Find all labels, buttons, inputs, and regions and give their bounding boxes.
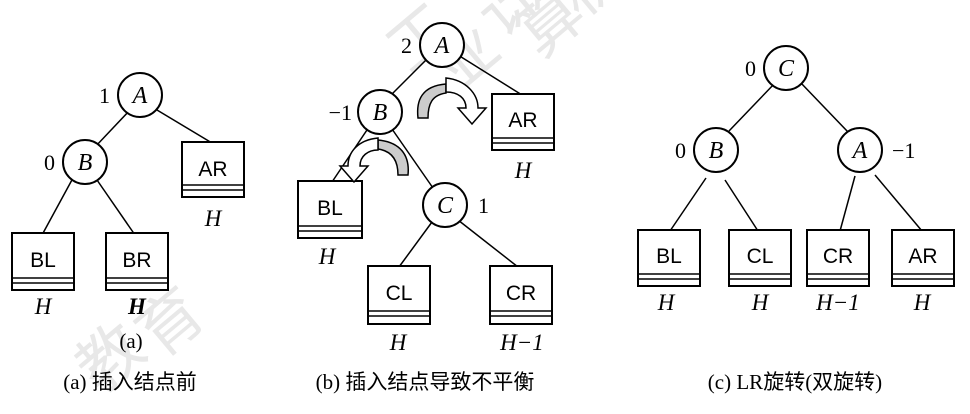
subtree-label: CL: [386, 282, 413, 305]
edge-a-ar: [156, 109, 213, 144]
subtree-label: BL: [656, 245, 682, 268]
balance-factor: −1: [892, 138, 915, 163]
watermark: 工 业 计 算 机 教 育: [63, 0, 640, 407]
node-label: B: [373, 100, 388, 126]
subtree-bl: BL: [297, 180, 363, 239]
height-label: H−1: [499, 330, 544, 355]
node-c: C: [422, 182, 468, 228]
height-label: H: [204, 206, 223, 231]
node-label: C: [778, 56, 795, 82]
height-label: H−1: [815, 290, 860, 315]
edge-a-ar: [457, 54, 523, 96]
caption-c: (c) LR旋转(双旋转): [708, 370, 882, 394]
edge-c-cr: [457, 219, 519, 268]
node-label: B: [709, 138, 724, 164]
subtree-cr: CR: [806, 229, 870, 287]
node-c: C: [763, 45, 809, 91]
edge-a-cr: [839, 175, 856, 232]
subtree-label: AR: [908, 245, 937, 268]
edge-b-bl: [41, 177, 74, 236]
subtree-label: BL: [30, 249, 56, 272]
node-label: C: [437, 193, 454, 219]
subtree-br: BR: [105, 232, 169, 291]
height-label: H: [389, 330, 408, 355]
subtree-label: AR: [198, 158, 227, 181]
height-label: H: [657, 290, 676, 315]
edge-b-br: [96, 179, 136, 236]
panel-b: A 2 B −1 C 1 AR H BL H: [297, 22, 555, 394]
rotation-arrow-right-icon: [416, 77, 488, 126]
balance-factor: 0: [675, 138, 686, 163]
balance-factor: 0: [44, 150, 55, 175]
balance-factor: 2: [401, 33, 412, 58]
node-b: B: [693, 127, 739, 173]
subtree-label: CR: [506, 282, 536, 305]
edge-c-b: [728, 82, 776, 132]
subtree-label: AR: [508, 109, 537, 132]
node-label: A: [433, 33, 450, 59]
balance-factor: 1: [478, 193, 489, 218]
subtree-ar: AR: [181, 141, 245, 198]
panel-c: C 0 B 0 A −1 BL H CL H: [637, 45, 955, 394]
subtree-bl: BL: [11, 232, 75, 291]
edge-a-b: [94, 109, 131, 148]
height-label: H: [34, 294, 53, 319]
subtree-label: CR: [823, 245, 853, 268]
edge-a-ar: [874, 174, 923, 232]
node-a: A: [117, 72, 163, 118]
node-b: B: [357, 89, 403, 135]
panel-a: A 1 B 0 AR H BL H BR: [11, 72, 245, 394]
node-label: A: [131, 83, 148, 109]
edge-a-b: [391, 57, 429, 95]
subtree-ar: AR: [491, 93, 555, 151]
node-a: A: [837, 127, 883, 173]
balance-factor: 1: [99, 83, 110, 108]
subtree-label: CL: [747, 245, 774, 268]
node-b: B: [62, 139, 108, 185]
balance-factor: −1: [329, 100, 352, 125]
node-label: A: [851, 138, 868, 164]
edge-b-c: [391, 128, 434, 189]
caption-a: (a) 插入结点前: [63, 370, 197, 394]
subtree-cl: CL: [367, 265, 431, 325]
sub-caption: (a): [119, 329, 142, 353]
balance-factor: 0: [745, 56, 756, 81]
height-label: H: [514, 158, 533, 183]
caption-b: (b) 插入结点导致不平衡: [316, 370, 535, 394]
edge-b-bl: [669, 177, 707, 232]
edge-b-cl: [724, 179, 759, 232]
node-label: B: [78, 150, 93, 176]
node-a: A: [419, 22, 465, 68]
subtree-cl: CL: [728, 229, 792, 287]
height-label: H: [127, 294, 147, 319]
height-label: H: [318, 244, 337, 269]
subtree-bl: BL: [637, 229, 701, 287]
height-label: H: [913, 290, 932, 315]
edge-c-cl: [398, 221, 433, 268]
subtree-ar: AR: [891, 229, 955, 287]
subtree-label: BL: [317, 197, 343, 220]
edge-c-a: [799, 81, 849, 133]
rotation-arrow-left-icon: [338, 137, 409, 184]
height-label: H: [751, 290, 770, 315]
subtree-cr: CR: [489, 265, 553, 325]
subtree-label: BR: [122, 249, 151, 272]
